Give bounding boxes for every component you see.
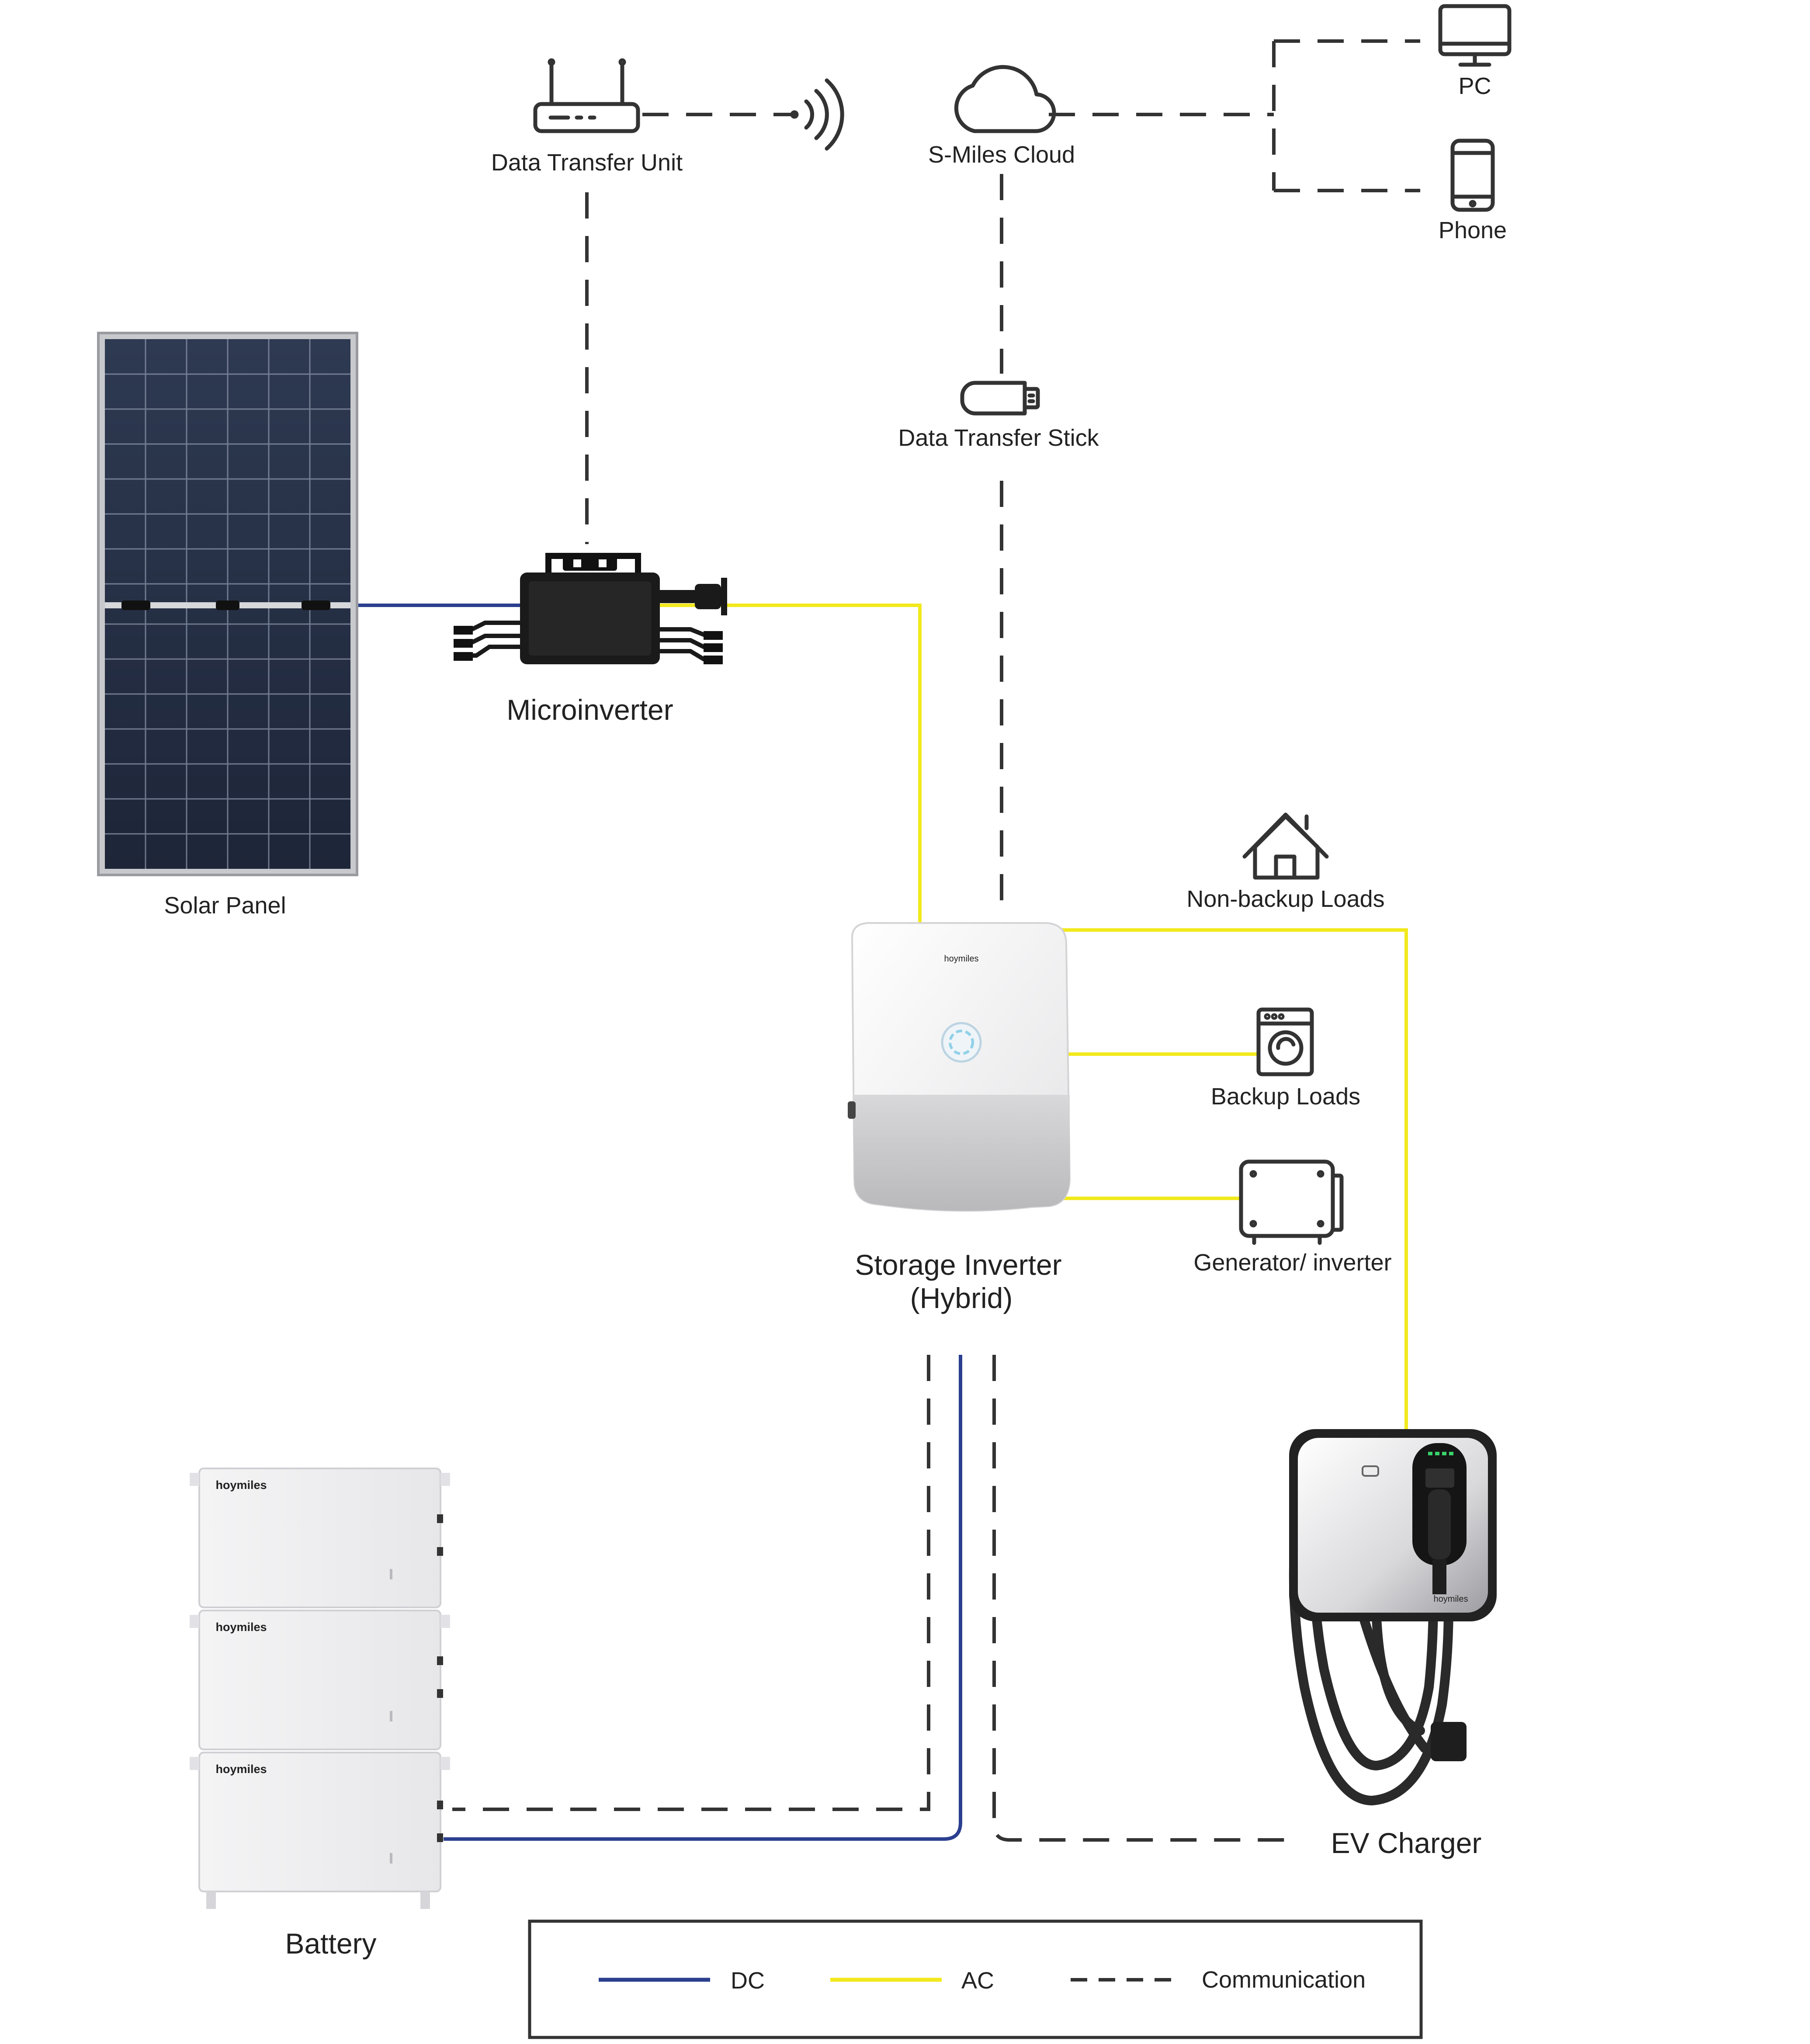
backup-loads-label: Backup Loads: [1211, 1083, 1360, 1110]
solar-panel-label: Solar Panel: [164, 892, 286, 919]
phone-label: Phone: [1439, 217, 1507, 243]
wireless-signal-icon: [790, 78, 844, 151]
battery-module-1: hoymiles: [190, 1468, 450, 1608]
battery-module-2: hoymiles: [190, 1610, 450, 1750]
pc-label: PC: [1458, 73, 1491, 99]
inverter-logo: hoymiles: [944, 954, 979, 964]
usb-stick-icon: [960, 381, 1040, 416]
cloud-label: S-Miles Cloud: [928, 142, 1075, 168]
connections: [356, 39, 1420, 1842]
cloud-icon: [954, 65, 1056, 133]
ev-charger: hoymiles: [1289, 1429, 1497, 1806]
storage-inverter: hoymiles: [848, 922, 1071, 1212]
communication-lines: [452, 39, 1420, 1842]
ev-charger-logo: hoymiles: [1434, 1594, 1468, 1604]
solar-panel: [97, 332, 358, 876]
storage-inverter-label-line2: (Hybrid): [910, 1282, 1013, 1314]
router-icon: [533, 58, 640, 133]
generator-label: Generator/ inverter: [1193, 1249, 1391, 1276]
microinverter: [454, 553, 727, 664]
non-backup-loads-label: Non-backup Loads: [1186, 886, 1384, 912]
legend-communication-label: Communication: [1202, 1967, 1366, 1993]
monitor-icon: [1438, 4, 1512, 67]
generator-icon: [1239, 1159, 1344, 1245]
comm-inverter-to-battery: [452, 1355, 930, 1811]
comm-branch-pc: [1272, 39, 1420, 192]
microinverter-label: Microinverter: [506, 694, 673, 726]
battery-label: Battery: [285, 1927, 376, 1960]
storage-inverter-label-line1: Storage Inverter: [855, 1249, 1061, 1281]
data-transfer-unit-label: Data Transfer Unit: [491, 149, 683, 176]
washing-machine-icon: [1256, 1007, 1314, 1076]
dc-inverter-to-battery: [444, 1355, 962, 1841]
dc-lines: [356, 604, 962, 1841]
legend: DC AC Communication: [528, 1919, 1423, 2039]
legend-dc-label: DC: [731, 1968, 765, 1994]
ev-charger-label: EV Charger: [1331, 1827, 1482, 1859]
phone-icon: [1450, 139, 1495, 212]
legend-ac-label: AC: [961, 1968, 994, 1994]
house-icon: [1242, 812, 1329, 880]
comm-inverter-to-ev: [992, 1355, 1289, 1842]
battery-logo-3: hoymiles: [215, 1763, 267, 1776]
battery-stack: hoymiles hoymiles hoymiles: [190, 1468, 450, 1909]
battery-logo-2: hoymiles: [215, 1621, 267, 1634]
ac-inverter-to-nonbackup-ev: [1042, 928, 1408, 1433]
ac-microinverter-to-inverter: [660, 604, 922, 935]
battery-module-3: hoymiles: [190, 1752, 450, 1892]
data-transfer-stick-label: Data Transfer Stick: [898, 425, 1099, 451]
battery-logo-1: hoymiles: [215, 1478, 267, 1492]
